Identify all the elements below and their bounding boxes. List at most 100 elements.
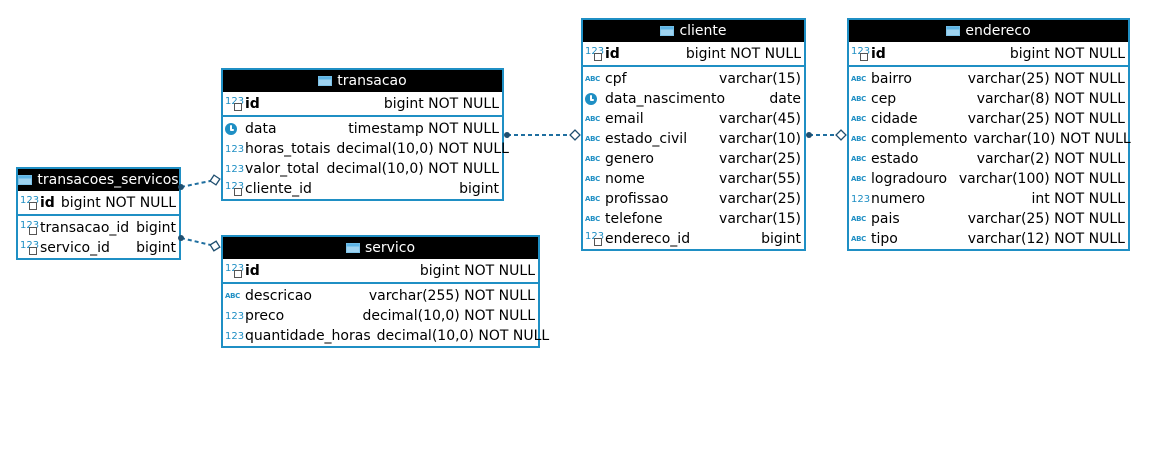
column-type: timestamp NOT NULL [348, 121, 499, 137]
text-type-icon: ABC [851, 115, 866, 123]
primary-key-icon: 123 [225, 96, 244, 112]
column-type: varchar(25) NOT NULL [967, 71, 1125, 87]
text-type-icon: ABC [851, 155, 866, 163]
column-type: bigint [136, 220, 176, 236]
column-type: varchar(25) NOT NULL [967, 111, 1125, 127]
entity-header: endereco [849, 20, 1128, 42]
pk-separator [223, 282, 538, 284]
numeric-type-icon: 123 [225, 310, 245, 322]
column-name: cidade [871, 111, 918, 127]
column-type: varchar(255) NOT NULL [368, 288, 535, 304]
column-type: int NOT NULL [1031, 191, 1125, 207]
text-type-icon: ABC [851, 75, 866, 83]
table-icon [318, 76, 333, 86]
text-type-icon: ABC [851, 135, 866, 143]
column-type: bigint [761, 231, 801, 247]
primary-key-icon: 123 [585, 46, 604, 62]
text-type-icon: ABC [225, 292, 240, 300]
text-type-icon: ABC [851, 215, 866, 223]
entity-title: servico [364, 240, 416, 256]
entity-title: transacao [337, 73, 407, 89]
column-type: varchar(10) [719, 131, 801, 147]
column-name: tipo [871, 231, 898, 247]
column-type: decimal(10,0) NOT NULL [336, 141, 509, 157]
entity-header: cliente [583, 20, 804, 42]
column-type: decimal(10,0) NOT NULL [362, 308, 535, 324]
entity-header: transacao [223, 70, 502, 92]
column-name: id [245, 262, 260, 279]
entity-header: transacoes_servicos [18, 169, 179, 191]
column-type: bigint NOT NULL [383, 95, 499, 112]
column-name: cpf [605, 71, 627, 87]
column-type: varchar(25) [719, 191, 801, 207]
column-type: bigint NOT NULL [685, 45, 801, 62]
column-type: varchar(2) NOT NULL [976, 151, 1125, 167]
column-name: id [245, 95, 260, 112]
text-type-icon: ABC [851, 175, 866, 183]
column-type: varchar(15) [719, 211, 801, 227]
column-type: varchar(45) [719, 111, 801, 127]
column-name: id [871, 45, 886, 62]
text-type-icon: ABC [585, 155, 600, 163]
text-type-icon: ABC [851, 235, 866, 243]
column-type: bigint [459, 181, 499, 197]
column-row[interactable]: ABC cidade varchar(25) NOT NULL [849, 109, 1128, 129]
column-type: decimal(10,0) NOT NULL [326, 161, 499, 177]
clock-icon [585, 93, 597, 105]
column-name: numero [871, 191, 926, 207]
entity-title: transacoes_servicos [37, 172, 179, 188]
column-name: valor_total [245, 161, 320, 177]
pk-separator [583, 65, 804, 67]
column-type: bigint NOT NULL [419, 262, 535, 279]
column-name: preco [245, 308, 285, 324]
column-name: telefone [605, 211, 663, 227]
column-type: date [769, 91, 801, 107]
text-type-icon: ABC [585, 75, 600, 83]
column-type: varchar(8) NOT NULL [976, 91, 1125, 107]
primary-key-icon: 123 [851, 46, 870, 62]
column-name: horas_totais [245, 141, 331, 157]
foreign-key-icon: 123 [20, 220, 39, 236]
entity-title: cliente [679, 23, 727, 39]
numeric-type-icon: 123 [225, 143, 245, 155]
column-name: servico_id [40, 240, 110, 256]
numeric-type-icon: 123 [225, 330, 245, 342]
